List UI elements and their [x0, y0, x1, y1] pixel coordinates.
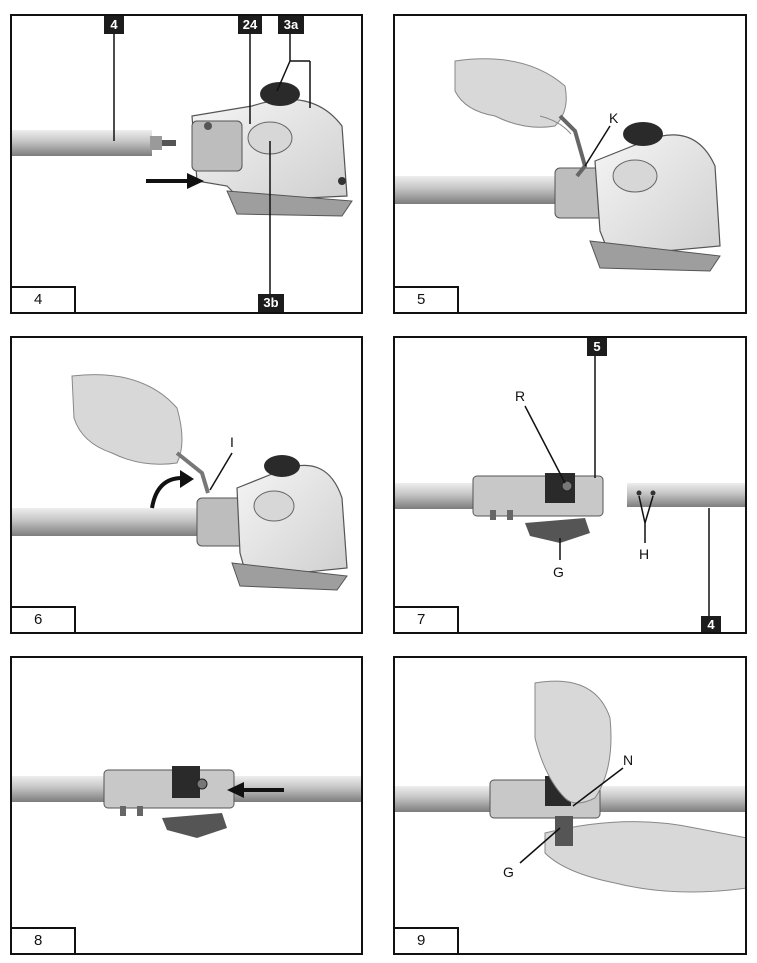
illustration-tube-insert	[12, 30, 353, 294]
callout-G: G	[503, 864, 514, 880]
illustration-hex-key-tighten	[395, 58, 721, 272]
figure-number-7: 7	[395, 606, 459, 632]
gear-housing	[236, 464, 348, 579]
lower-hand	[544, 821, 745, 893]
illustration-coupling-parts	[395, 352, 745, 616]
figure-number-9: 9	[395, 927, 459, 953]
figure-panel-5: K 5	[393, 14, 747, 314]
label-tag-4: 4	[701, 616, 721, 632]
hex-key	[558, 114, 588, 178]
figure-panel-4: 4 24 3a 3b 4	[10, 14, 363, 314]
left-tube	[395, 483, 475, 509]
label-tag-3b: 3b	[258, 294, 284, 312]
callout-K: K	[609, 110, 619, 126]
figure-number-8: 8	[12, 927, 76, 953]
drive-spline	[162, 140, 176, 146]
figure-number-4: 4	[12, 286, 76, 312]
callout-H: H	[639, 546, 650, 562]
hand	[71, 374, 183, 465]
arrow-right-icon	[146, 173, 204, 189]
curved-arrow-icon	[150, 470, 194, 509]
illustration-screw-turn	[12, 374, 348, 591]
knob-3a	[260, 82, 300, 106]
shaft-tube	[12, 130, 152, 156]
figure-panel-9: N G 9	[393, 656, 747, 955]
housing-collar	[191, 120, 243, 172]
knob-G	[555, 816, 573, 846]
label-tag-24: 24	[238, 16, 262, 34]
upper-hand	[534, 680, 612, 804]
shaft-end	[150, 136, 162, 150]
coupling-sleeve	[103, 769, 235, 809]
figure-number-6: 6	[12, 606, 76, 632]
illustration-tube-push	[12, 766, 361, 838]
figure-panel-6: I 6	[10, 336, 363, 634]
arrow-left-icon	[227, 782, 284, 798]
knob	[264, 455, 300, 477]
callout-R: R	[515, 388, 526, 404]
illustration-knob-tighten	[395, 680, 745, 893]
screw-R	[561, 480, 573, 492]
hole-H2	[650, 490, 656, 496]
callout-N: N	[623, 752, 634, 768]
callout-I: I	[230, 434, 234, 450]
shaft-tube	[395, 176, 565, 204]
hand	[454, 58, 567, 128]
gear-housing	[594, 134, 721, 257]
figure-panel-7: 5 4 R G H 7	[393, 336, 747, 634]
label-tag-3a: 3a	[278, 16, 304, 34]
coupling-clamp	[172, 766, 200, 798]
knob	[623, 122, 663, 146]
figure-panel-8: 8	[10, 656, 363, 955]
knob-G	[525, 518, 590, 543]
housing-base	[226, 190, 353, 217]
figure-number-5: 5	[395, 286, 459, 312]
hole-H1	[636, 490, 642, 496]
callout-G: G	[553, 564, 564, 580]
shaft-tube	[12, 508, 212, 536]
screwdriver	[175, 451, 210, 494]
label-tag-5: 5	[587, 338, 607, 356]
right-tube	[627, 483, 745, 507]
label-tag-4: 4	[104, 16, 124, 34]
knob	[162, 813, 227, 838]
